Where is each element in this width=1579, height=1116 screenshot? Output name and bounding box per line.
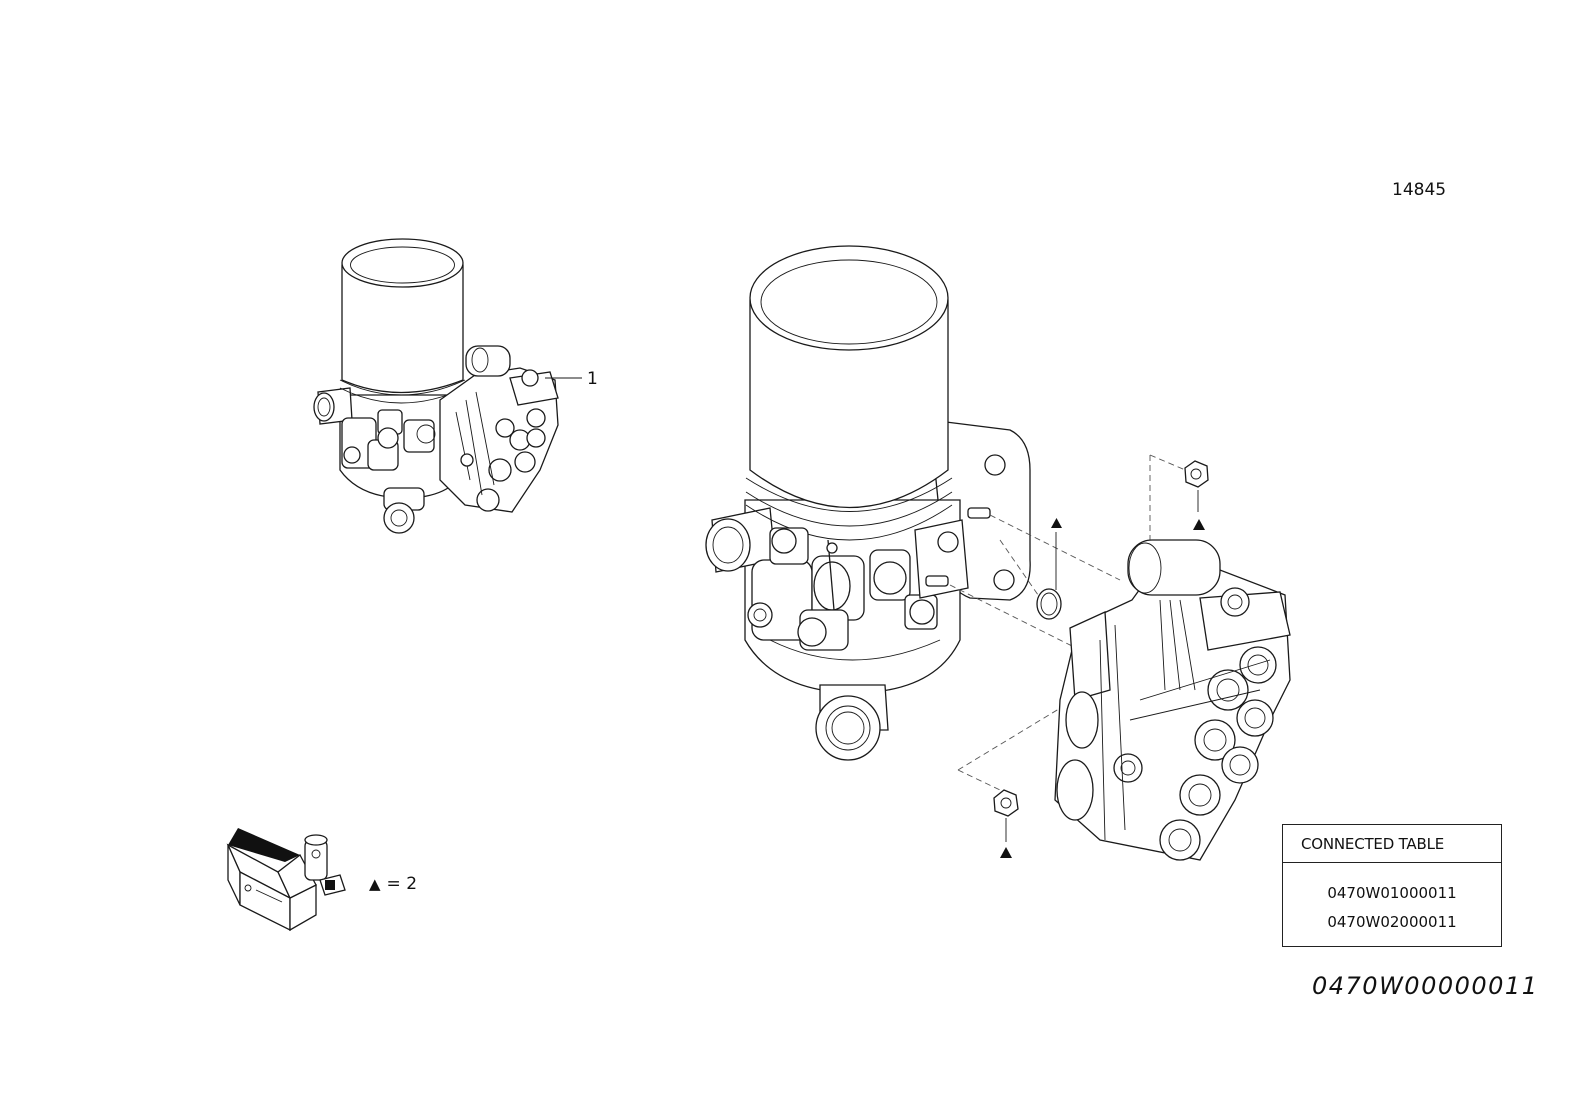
air-dryer-exploded-icon — [705, 245, 1031, 761]
quantity-note: ▲ = 2 — [369, 874, 417, 894]
kit-box-icon — [226, 828, 346, 932]
hex-nut-icon — [993, 789, 1019, 842]
drawing-code: 0470W00000011 — [1312, 972, 1539, 1000]
multi-circuit-valve-icon — [1054, 539, 1291, 861]
assembly-lines — [949, 454, 1191, 791]
quantity-text: = 2 — [386, 874, 418, 894]
triangle-symbol: ▲ — [369, 875, 381, 893]
connected-table: CONNECTED TABLE 0470W01000011 0470W02000… — [1282, 824, 1502, 947]
connected-table-row: 0470W01000011 — [1327, 884, 1457, 902]
fastener-markers — [1000, 518, 1205, 858]
callout-label-1: 1 — [587, 369, 598, 389]
sheet-number: 14845 — [1392, 180, 1447, 200]
connected-table-header: CONNECTED TABLE — [1283, 825, 1501, 863]
hex-nut-icon — [1184, 460, 1209, 512]
connected-table-row: 0470W02000011 — [1327, 913, 1457, 931]
o-ring-icon — [1036, 588, 1062, 620]
assembled-air-dryer-icon — [313, 238, 559, 534]
